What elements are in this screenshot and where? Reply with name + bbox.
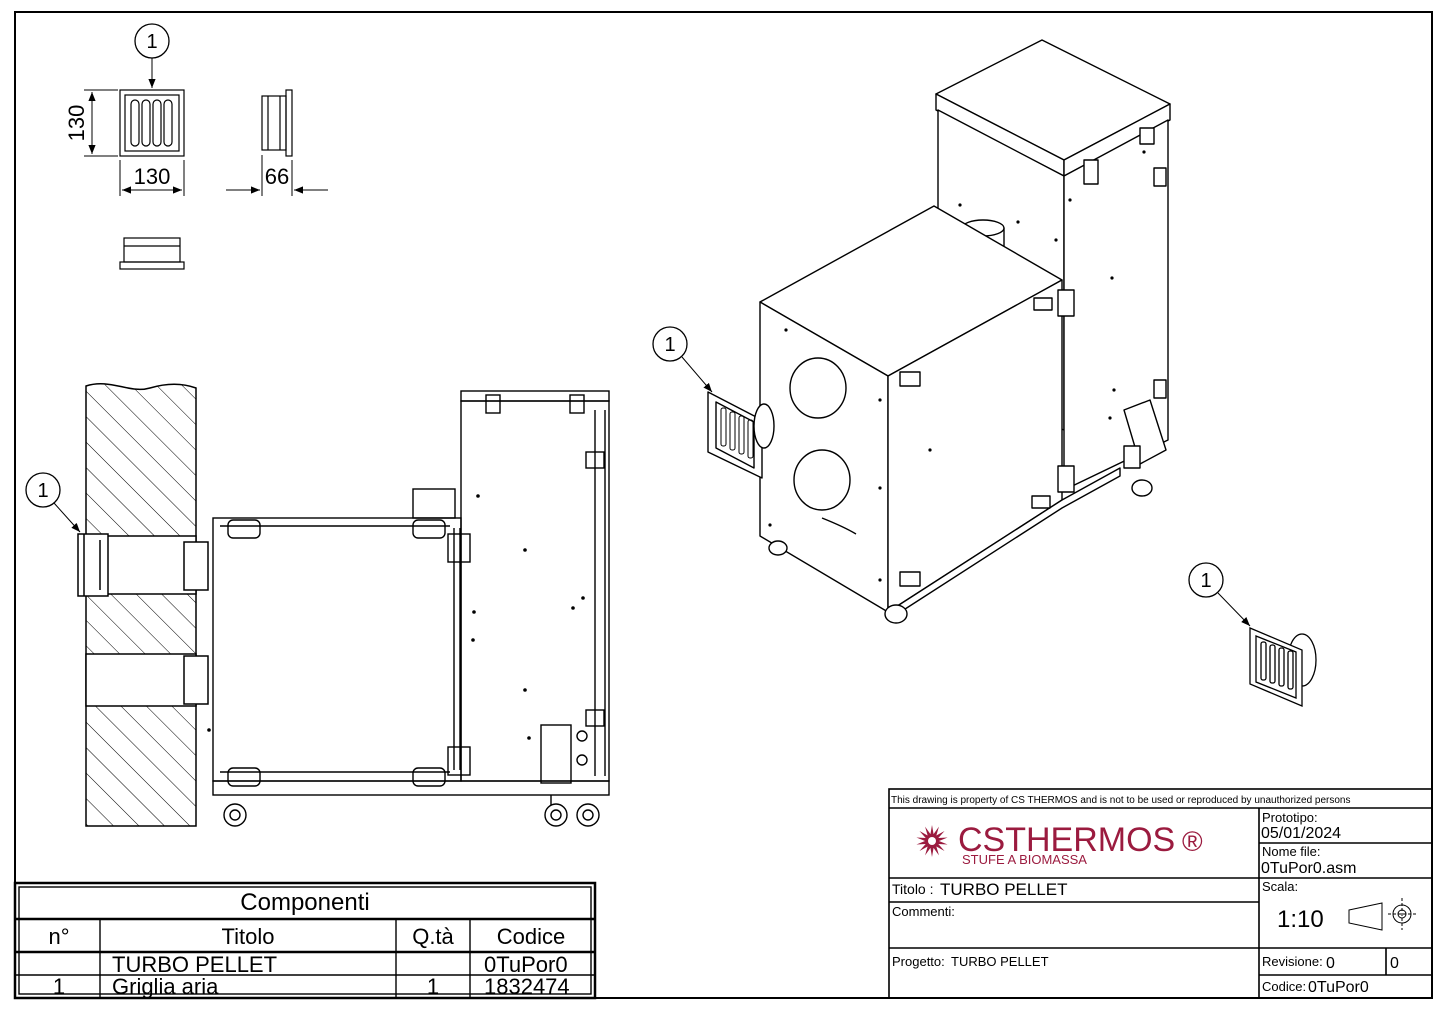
progetto-label: Progetto: <box>892 954 945 969</box>
dimension-height-label: 130 <box>64 105 89 142</box>
codice-value: 0TuPor0 <box>1308 979 1369 996</box>
grille-isometric-detail <box>1249 627 1317 707</box>
balloon-callout: 1 <box>134 23 170 88</box>
title-block <box>888 788 1433 999</box>
table-row-1-qta: 1 <box>427 974 439 999</box>
isometric-grille-slots <box>720 407 754 459</box>
csthermos-logo-icon <box>916 825 948 857</box>
svg-text:1: 1 <box>37 480 48 502</box>
nome-file-label: Nome file: <box>1262 844 1321 859</box>
table-row-0-titolo: TURBO PELLET <box>112 952 277 977</box>
prototipo-value: 05/01/2024 <box>1261 825 1341 842</box>
isometric-screws <box>768 150 1146 582</box>
table-row-1-codice: 1832474 <box>484 974 570 999</box>
revisione-label: Revisione: <box>1262 954 1323 969</box>
balloon-callout: 1 <box>652 326 713 393</box>
stove-side-screws <box>207 494 585 740</box>
components-header-titolo: Titolo <box>222 924 275 949</box>
revisione-value-2: 0 <box>1390 955 1399 972</box>
table-row-0-codice: 0TuPor0 <box>484 952 568 977</box>
svg-text:1: 1 <box>664 334 675 356</box>
scala-value: 1:10 <box>1277 906 1324 933</box>
commenti-label: Commenti: <box>892 904 955 919</box>
projection-symbol-icon <box>1348 898 1418 931</box>
dimension-lines <box>84 89 328 196</box>
grille-top-view <box>119 237 185 270</box>
brand-registered-symbol: ® <box>1182 826 1203 857</box>
components-header-n: n° <box>48 924 69 949</box>
dimension-depth-label: 66 <box>265 164 289 189</box>
drawing-frame <box>14 11 1433 999</box>
stove-side-view <box>212 390 610 827</box>
wall-section <box>77 382 209 827</box>
stove-isometric-view <box>707 39 1171 624</box>
titolo-value: TURBO PELLET <box>940 880 1068 899</box>
codice-label: Codice: <box>1262 979 1306 994</box>
property-notice: This drawing is property of CS THERMOS a… <box>891 795 1351 806</box>
svg-text:1: 1 <box>1200 570 1211 592</box>
components-header-codice: Codice <box>497 924 565 949</box>
components-header-qta: Q.tà <box>412 924 454 949</box>
progetto-value: TURBO PELLET <box>951 954 1049 969</box>
revisione-value: 0 <box>1326 955 1335 972</box>
brand-name: CSTHERMOS <box>958 821 1175 859</box>
grille-side-view <box>261 89 293 157</box>
components-table-grid <box>13 881 597 1000</box>
table-row-1-titolo: Griglia aria <box>112 974 219 999</box>
balloon-callout: 1 <box>1188 562 1251 627</box>
svg-text:1: 1 <box>146 31 157 53</box>
balloon-callout: 1 <box>25 472 81 533</box>
nome-file-value: 0TuPor0.asm <box>1261 860 1356 877</box>
components-table-cols <box>15 886 595 998</box>
dimension-width-label: 130 <box>134 164 171 189</box>
table-row-1-n: 1 <box>53 974 65 999</box>
prototipo-label: Prototipo: <box>1262 810 1318 825</box>
grille-front-view <box>119 89 185 157</box>
scala-label: Scala: <box>1262 879 1298 894</box>
titolo-label: Titolo : <box>892 881 934 897</box>
components-title: Componenti <box>240 889 369 916</box>
brand-subtitle: STUFE A BIOMASSA <box>962 852 1087 867</box>
